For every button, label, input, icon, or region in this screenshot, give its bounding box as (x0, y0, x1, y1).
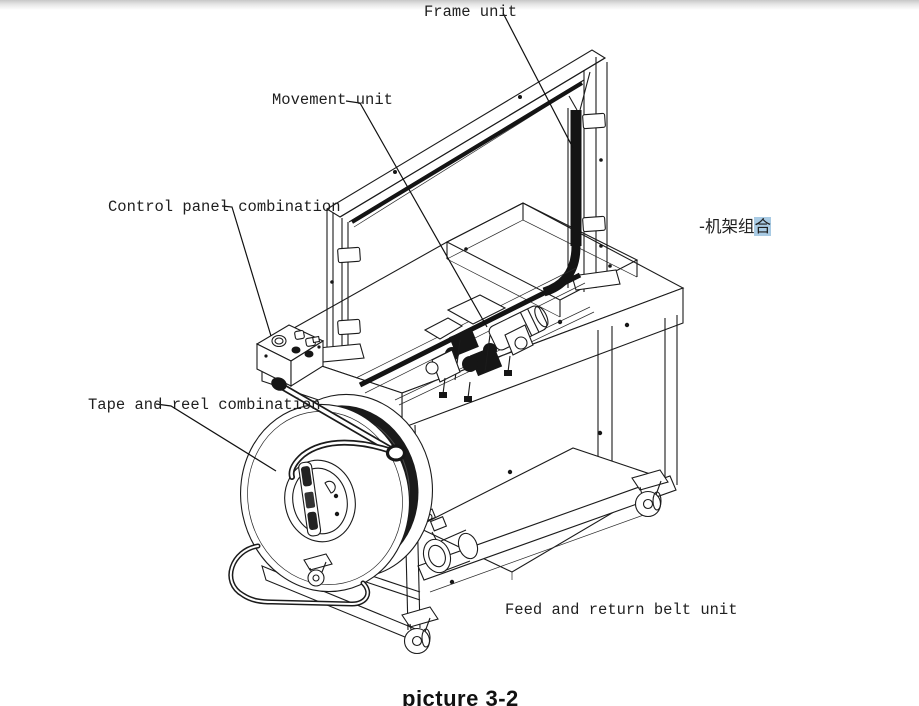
label-control-panel: Control panel combination (108, 198, 341, 216)
label-frame-assembly-cn: -机架组合 (678, 197, 771, 257)
leader-control-panel (221, 205, 272, 337)
movement-unit (423, 294, 549, 402)
caster-right (631, 469, 669, 518)
leader-lines (155, 12, 574, 472)
label-feed-belt: Feed and return belt unit (505, 601, 738, 619)
guide-tubes (271, 377, 407, 480)
leader-movement-unit (345, 100, 488, 328)
leader-tape-reel (155, 403, 277, 472)
figure-caption: picture 3-2 (402, 686, 519, 706)
control-panel (255, 324, 325, 387)
label-tape-reel: Tape and reel combination (88, 396, 321, 414)
caster-reel (303, 553, 333, 587)
label-frame-assembly-cn-highlighted: 合 (754, 217, 771, 236)
arch-frame (317, 49, 621, 363)
label-frame-assembly-cn-text: -机架组 (698, 217, 755, 236)
label-frame-unit: Frame unit (424, 3, 518, 21)
leader-frame-unit (502, 12, 574, 149)
reel-latch (298, 461, 322, 537)
page-edge-shadow (0, 0, 919, 10)
caster-front (401, 606, 439, 655)
label-movement-unit: Movement unit (272, 91, 393, 109)
